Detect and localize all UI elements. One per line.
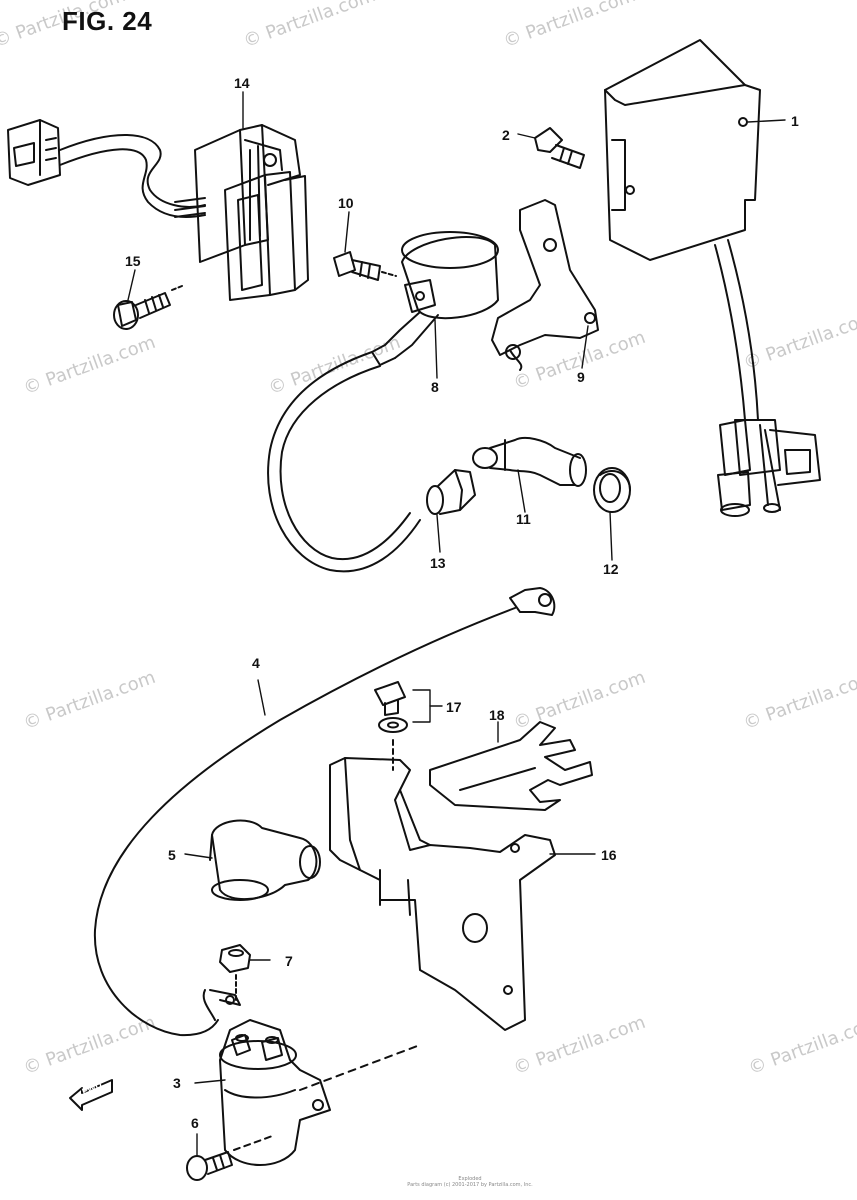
starter-cable — [93, 587, 556, 1037]
callout-2: 2 — [502, 127, 510, 143]
screw-6 — [186, 1134, 276, 1181]
terminal-cover — [209, 819, 321, 901]
ignition-coil — [267, 231, 499, 573]
callout-7: 7 — [285, 953, 293, 969]
starter-relay — [219, 1019, 421, 1166]
callout-4: 4 — [252, 655, 260, 671]
footer-line-2: Parts diagram (c) 2001-2017 by Partzilla… — [407, 1182, 533, 1188]
bolt-washer-17 — [374, 681, 408, 771]
callout-10: 10 — [338, 195, 354, 211]
callout-12: 12 — [603, 561, 619, 577]
callout-15: 15 — [125, 253, 141, 269]
bolt-10 — [333, 251, 397, 281]
callout-14: 14 — [234, 75, 250, 91]
callout-1: 1 — [791, 113, 799, 129]
callout-6: 6 — [191, 1115, 199, 1131]
callout-5: 5 — [168, 847, 176, 863]
callout-8: 8 — [431, 379, 439, 395]
callout-11: 11 — [516, 511, 531, 527]
callout-16: 16 — [601, 847, 617, 863]
mounting-bracket — [329, 757, 556, 1031]
forward-arrow-icon — [69, 1079, 113, 1111]
coil-bracket — [491, 199, 599, 371]
screw-15 — [113, 285, 183, 330]
callout-17: 17 — [446, 699, 462, 715]
front-marker: FWD — [80, 1080, 103, 1097]
leader-lines — [127, 91, 786, 1157]
callout-13: 13 — [430, 555, 446, 571]
figure-title: FIG. 24 — [62, 6, 153, 36]
nut-7 — [219, 944, 251, 1001]
callout-labels: 1 2 3 4 5 6 7 8 9 10 11 12 13 14 15 16 1… — [80, 75, 799, 1131]
spark-plug-cap — [472, 437, 587, 487]
callout-18: 18 — [489, 707, 505, 723]
callout-3: 3 — [173, 1075, 181, 1091]
footer-line-1: Exploded — [458, 1176, 482, 1182]
footer: Exploded Parts diagram (c) 2001-2017 by … — [370, 1176, 570, 1188]
cdi-unit — [604, 39, 821, 517]
callout-9: 9 — [577, 369, 585, 385]
bolt-2 — [534, 127, 585, 169]
plug-cap-adapter — [426, 469, 476, 515]
wire-clamp — [429, 721, 593, 811]
regulator-rectifier — [7, 119, 309, 301]
grommet-12 — [593, 467, 631, 513]
